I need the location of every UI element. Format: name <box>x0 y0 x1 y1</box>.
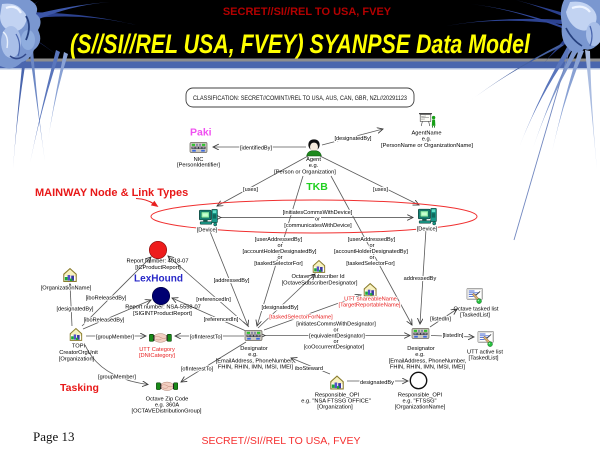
svg-text:or: or <box>334 339 339 345</box>
svg-text:[EmailAddress, PhoneNumber,: [EmailAddress, PhoneNumber, <box>216 359 294 365</box>
svg-text:[ofInterestTo]: [ofInterestTo] <box>190 335 223 341</box>
svg-text:[OrganizationName]: [OrganizationName] <box>395 405 446 411</box>
svg-text:Tasking: Tasking <box>60 382 99 394</box>
svg-text:Responsible_OPI: Responsible_OPI <box>315 393 360 399</box>
svg-text:designatedBy: designatedBy <box>360 380 394 386</box>
svg-text:CLASSIFICATION: SECRET//COMIN: CLASSIFICATION: SECRET//COMINT//REL TO U… <box>193 95 407 102</box>
svg-text:TOPI: TOPI <box>72 344 86 350</box>
svg-text:[OctaveSubscriberDesignator]: [OctaveSubscriberDesignator] <box>282 281 358 287</box>
svg-text:e.g.: e.g. <box>415 352 425 358</box>
svg-text:[designatedBy]: [designatedBy] <box>56 307 93 313</box>
svg-text:[TargetReportableName]: [TargetReportableName] <box>339 303 401 309</box>
svg-text:[uses]: [uses] <box>243 187 258 193</box>
svg-text:[initiatesCommsWithDesignator]: [initiatesCommsWithDesignator] <box>296 322 376 328</box>
svg-text:[Device]: [Device] <box>417 227 438 233</box>
svg-text:[accountHolderDesignatedBy]: [accountHolderDesignatedBy] <box>334 249 408 255</box>
svg-text:[designatedBy]: [designatedBy] <box>261 305 298 311</box>
svg-text:e.g. "NSA FTSSG OFFICE": e.g. "NSA FTSSG OFFICE" <box>301 399 370 405</box>
svg-text:[accountHolderDesignatedBy]: [accountHolderDesignatedBy] <box>242 249 316 255</box>
svg-text:Agent: Agent <box>306 157 321 163</box>
svg-text:[uses]: [uses] <box>373 187 388 193</box>
svg-text:or: or <box>370 255 375 261</box>
svg-text:[Organization]: [Organization] <box>59 357 95 363</box>
svg-text:Page 13: Page 13 <box>33 429 75 444</box>
svg-text:or: or <box>370 243 375 249</box>
svg-text:[DNICategory]: [DNICategory] <box>139 353 175 359</box>
svg-text:e.g.: e.g. <box>309 163 319 169</box>
svg-text:Paki: Paki <box>190 127 212 139</box>
svg-text:[userAddressedBy]: [userAddressedBy] <box>348 237 396 243</box>
svg-text:Octave Zip Code: Octave Zip Code <box>146 397 189 403</box>
svg-text:Responsible_OPI: Responsible_OPI <box>398 393 443 399</box>
svg-text:[OrganizationName]: [OrganizationName] <box>41 286 92 292</box>
svg-text:[TaskedList]: [TaskedList] <box>468 356 498 362</box>
svg-text:[groupMember]: [groupMember] <box>98 375 136 381</box>
svg-text:Report number: NSA-5558-07: Report number: NSA-5558-07 <box>125 305 201 311</box>
svg-text:[groupMember]: [groupMember] <box>96 335 134 341</box>
svg-text:[userAddressedBy]: [userAddressedBy] <box>255 237 303 243</box>
svg-text:e.g.: e.g. <box>422 137 432 143</box>
svg-text:[designatedBy]: [designatedBy] <box>334 136 371 142</box>
svg-text:or: or <box>315 217 320 223</box>
svg-text:[coOccurrentDesignator]: [coOccurrentDesignator] <box>304 345 365 351</box>
svg-text:[iboReleasedBy]: [iboReleasedBy] <box>86 296 127 302</box>
svg-text:Octave Subscriber Id: Octave Subscriber Id <box>291 274 344 280</box>
svg-text:(S//SI//REL USA, FVEY) SYANPSE: (S//SI//REL USA, FVEY) SYANPSE Data Mode… <box>70 29 530 59</box>
svg-text:[PersonName or OrganizationNam: [PersonName or OrganizationName] <box>381 143 473 149</box>
svg-text:[taskedSelectorFor]: [taskedSelectorFor] <box>346 261 395 267</box>
svg-text:[listedIn]: [listedIn] <box>430 317 451 323</box>
svg-text:e.g. "FTSSG": e.g. "FTSSG" <box>402 399 436 405</box>
svg-text:MAINWAY Node & Link Types: MAINWAY Node & Link Types <box>35 187 188 199</box>
svg-text:[referencedIn]: [referencedIn] <box>204 317 239 323</box>
svg-text:Report number: 4018-07: Report number: 4018-07 <box>127 259 189 265</box>
svg-text:TKB: TKB <box>306 181 328 193</box>
svg-text:[Device]: [Device] <box>197 228 218 234</box>
svg-text:SECRET//SI//REL TO USA, FVEY: SECRET//SI//REL TO USA, FVEY <box>201 435 360 447</box>
svg-text:FHIN, RHIN, IMN, IMSI, IMEI]: FHIN, RHIN, IMN, IMSI, IMEI] <box>390 365 466 371</box>
svg-text:[EmailAddress, PhoneNumber,: [EmailAddress, PhoneNumber, <box>389 359 467 365</box>
svg-text:[addressedBy]: [addressedBy] <box>214 278 250 284</box>
svg-text:[ICProductReport]: [ICProductReport] <box>135 265 181 271</box>
svg-text:e.g.: e.g. <box>248 352 258 358</box>
svg-text:[taskedSelectorForName]: [taskedSelectorForName] <box>269 315 333 321</box>
svg-text:or: or <box>278 243 283 249</box>
svg-text:[listedIn]: [listedIn] <box>443 333 464 339</box>
svg-text:[TaskedList]: [TaskedList] <box>460 313 490 319</box>
svg-text:UTT active list: UTT active list <box>467 350 503 356</box>
svg-text:[OCTAVEDistributionGroup]: [OCTAVEDistributionGroup] <box>132 409 202 415</box>
svg-text:UTT shareableName: UTT shareableName <box>344 297 397 303</box>
svg-text:[Organization]: [Organization] <box>317 405 353 411</box>
svg-text:[SIGINTProductReport]: [SIGINTProductReport] <box>133 311 192 317</box>
svg-text:[PersonIdentifier]: [PersonIdentifier] <box>177 163 220 169</box>
svg-text:or: or <box>278 255 283 261</box>
svg-text:[referencedIn]: [referencedIn] <box>196 297 231 303</box>
svg-text:[taskedSelectorFor]: [taskedSelectorFor] <box>254 261 303 267</box>
svg-text:CreatorOrgUnit: CreatorOrgUnit <box>59 350 98 356</box>
svg-text:[ofInterestTo]: [ofInterestTo] <box>181 367 214 373</box>
svg-text:SECRET//SI//REL TO USA, FVEY: SECRET//SI//REL TO USA, FVEY <box>223 6 392 18</box>
svg-text:Designator: Designator <box>407 346 435 352</box>
svg-text:iboSteward: iboSteward <box>295 366 323 372</box>
svg-text:[communicatesWithDevice]: [communicatesWithDevice] <box>284 223 352 229</box>
svg-text:FHIN, RHIN, IMN, IMSI, IMEI]: FHIN, RHIN, IMN, IMSI, IMEI] <box>218 365 294 371</box>
svg-text:[iboReleasedBy]: [iboReleasedBy] <box>84 318 125 324</box>
svg-text:[initiatesCommsWithDevice]: [initiatesCommsWithDevice] <box>283 210 353 216</box>
svg-text:[Person or Organization]: [Person or Organization] <box>274 170 336 176</box>
svg-text:Designator: Designator <box>240 346 268 352</box>
svg-text:NIC: NIC <box>194 157 204 163</box>
svg-text:e.g. 360A: e.g. 360A <box>155 403 180 409</box>
svg-text:LexHound: LexHound <box>134 274 183 285</box>
svg-text:UTT Category: UTT Category <box>139 347 175 353</box>
svg-text:addressedBy: addressedBy <box>404 276 437 282</box>
svg-text:[identifiedBy]: [identifiedBy] <box>240 146 272 152</box>
svg-text:AgentName: AgentName <box>411 131 441 137</box>
svg-text:or: or <box>334 328 339 334</box>
svg-text:Octave tasked list: Octave tasked list <box>454 307 499 313</box>
svg-text:[equivalentDesignator]: [equivalentDesignator] <box>309 334 365 340</box>
